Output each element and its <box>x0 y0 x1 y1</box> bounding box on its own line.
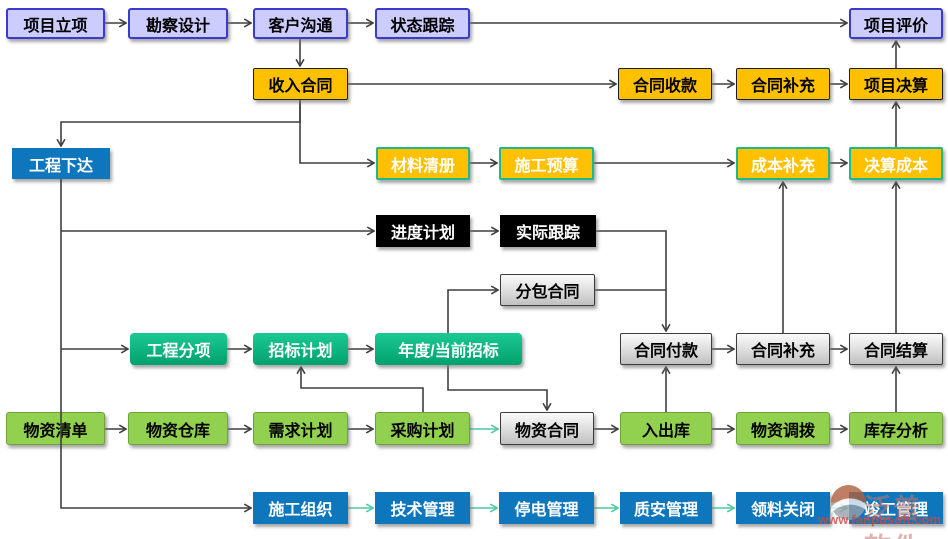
node-label: 质安管理 <box>633 502 698 519</box>
node-label: 状态跟踪 <box>390 17 455 35</box>
node-label: 工程下达 <box>28 157 93 175</box>
edge-annual-current-bidding-to-subcontract <box>447 290 498 333</box>
node-project-release: 工程下达 <box>12 148 110 179</box>
node-label: 技术管理 <box>390 502 455 519</box>
node-subcontract: 分包合同 <box>500 274 595 306</box>
node-contract-settlement: 合同结算 <box>849 333 943 365</box>
node-label: 收入合同 <box>268 78 333 95</box>
node-label: 项目评价 <box>863 17 928 35</box>
node-cost-supplement: 成本补充 <box>736 147 830 180</box>
node-material-requisition-close: 领料关闭 <box>736 492 830 524</box>
node-label: 领料关闭 <box>750 502 815 519</box>
node-in-out-warehouse: 入出库 <box>620 412 712 445</box>
node-label: 物资清单 <box>23 422 88 440</box>
node-project-evaluation: 项目评价 <box>849 8 943 39</box>
node-label: 施工组织 <box>268 502 333 519</box>
node-project-breakdown: 工程分项 <box>130 333 227 365</box>
node-label: 项目立项 <box>23 17 88 35</box>
node-material-warehouse: 物资仓库 <box>128 412 228 445</box>
node-label: 物资调拨 <box>750 422 815 440</box>
edge-project-release-to-construction-organization <box>60 179 251 508</box>
node-material-transfer: 物资调拨 <box>736 412 830 445</box>
node-label: 竣工管理 <box>863 502 928 519</box>
node-material-inventory: 材料清册 <box>376 147 470 180</box>
node-label: 合同补充 <box>750 343 815 360</box>
node-quality-safety-management: 质安管理 <box>620 492 712 524</box>
node-label: 合同付款 <box>633 343 698 360</box>
node-label: 成本补充 <box>750 157 815 175</box>
node-label: 需求计划 <box>268 422 333 440</box>
node-material-list: 物资清单 <box>6 412 105 445</box>
node-label: 实际跟踪 <box>515 225 580 242</box>
node-label: 物资合同 <box>514 422 579 440</box>
edge-annual-current-bidding-to-material-contract <box>447 365 547 410</box>
node-label: 工程分项 <box>146 343 211 360</box>
node-annual-current-bidding: 年度/当前招标 <box>375 333 522 365</box>
node-technical-management: 技术管理 <box>375 492 470 524</box>
node-income-contract: 收入合同 <box>253 68 348 100</box>
node-material-contract: 物资合同 <box>500 412 594 445</box>
node-contract-receipt: 合同收款 <box>618 68 712 100</box>
node-label: 招标计划 <box>268 343 333 360</box>
node-contract-payment: 合同付款 <box>620 333 712 365</box>
node-label: 施工预算 <box>514 157 579 175</box>
node-demand-plan: 需求计划 <box>253 412 348 445</box>
node-project-final-account: 项目决算 <box>849 68 943 100</box>
node-project-initiation: 项目立项 <box>6 8 105 39</box>
node-label: 材料清册 <box>390 157 455 175</box>
node-label: 决算成本 <box>863 157 928 175</box>
node-label: 年度/当前招标 <box>398 343 499 360</box>
edge-purchase-plan-to-bidding-plan <box>301 367 424 412</box>
node-label: 项目决算 <box>863 78 928 95</box>
node-label: 合同结算 <box>863 343 928 360</box>
node-contract-supplement-pay: 合同补充 <box>736 333 830 365</box>
node-schedule-plan: 进度计划 <box>376 215 470 247</box>
node-customer-communication: 客户沟通 <box>253 8 348 39</box>
node-status-tracking: 状态跟踪 <box>375 8 470 39</box>
node-construction-organization: 施工组织 <box>253 492 348 524</box>
node-label: 客户沟通 <box>268 17 333 35</box>
node-bidding-plan: 招标计划 <box>253 333 348 365</box>
edge-actual-tracking-to-contract-payment <box>596 230 666 331</box>
node-survey-design: 勘察设计 <box>128 8 228 39</box>
node-construction-budget: 施工预算 <box>499 147 594 180</box>
node-label: 停电管理 <box>514 502 579 519</box>
edge-income-contract-to-material-inventory <box>299 100 374 163</box>
node-inventory-analysis: 库存分析 <box>849 412 943 445</box>
node-final-cost: 决算成本 <box>849 147 943 180</box>
node-label: 采购计划 <box>390 422 455 440</box>
node-label: 进度计划 <box>390 225 455 242</box>
node-label: 合同收款 <box>632 78 697 95</box>
node-label: 物资仓库 <box>145 422 210 440</box>
node-purchase-plan: 采购计划 <box>375 412 470 445</box>
node-power-outage-management: 停电管理 <box>499 492 594 524</box>
node-label: 入出库 <box>641 422 690 440</box>
node-label: 合同补充 <box>750 78 815 95</box>
node-label: 勘察设计 <box>145 17 210 35</box>
node-label: 分包合同 <box>515 284 580 301</box>
node-actual-tracking: 实际跟踪 <box>500 215 596 247</box>
node-label: 库存分析 <box>863 422 928 440</box>
node-contract-supplement-income: 合同补充 <box>736 68 830 100</box>
